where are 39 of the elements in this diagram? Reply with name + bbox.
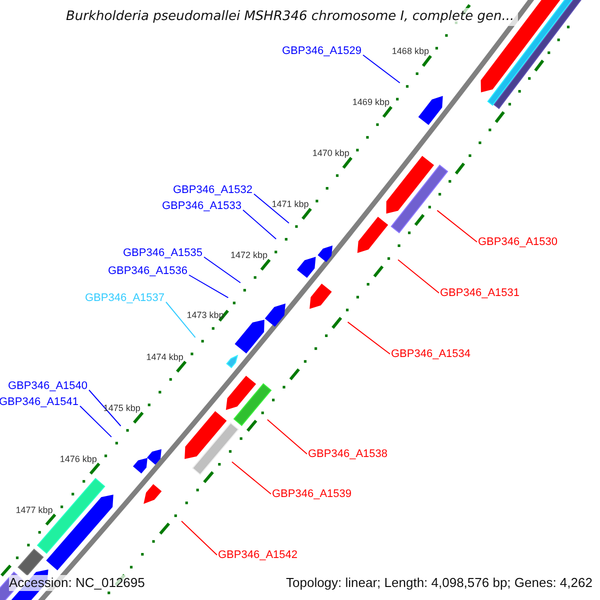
gene-label: GBP346_A1538: [308, 448, 388, 460]
leader-line: [88, 390, 122, 426]
leader-line: [231, 461, 272, 494]
leader-line: [80, 406, 112, 438]
gene-label: GBP346_A1531: [440, 287, 520, 299]
gene-label: GBP346_A1537: [85, 292, 165, 304]
scale-label: 1477 kbp: [16, 504, 53, 515]
leader-line: [362, 54, 400, 84]
accession-text: Accession: NC_012695: [9, 575, 145, 591]
leader-line: [254, 194, 290, 224]
scale-label: 1468 kbp: [392, 46, 429, 56]
gene-label: GBP346_A1535: [123, 247, 203, 259]
gene-label: GBP346_A1534: [391, 348, 471, 360]
scale-label: 1475 kbp: [103, 402, 140, 413]
genome-info-text: Topology: linear; Length: 4,098,576 bp; Genes: 4,262: [286, 575, 592, 591]
scale-label: 1471 kbp: [272, 198, 309, 209]
leader-line: [166, 302, 196, 338]
leader-line: [266, 419, 308, 454]
leader-line: [181, 520, 218, 556]
leader-line: [436, 210, 478, 242]
leader-line: [398, 259, 440, 294]
scale-label: 1474 kbp: [146, 352, 184, 362]
leader-line: [188, 274, 229, 298]
gene-label: GBP346_A1540: [8, 380, 88, 392]
gene-label: GBP346_A1530: [478, 236, 558, 248]
gene-label: GBP346_A1539: [272, 488, 352, 500]
gene-label: GBP346_A1529: [282, 45, 362, 57]
gene-label: GBP346_A1532: [173, 184, 253, 196]
gene-label: GBP346_A1536: [108, 265, 188, 277]
scale-label: 1470 kbp: [312, 148, 350, 158]
leader-line: [204, 256, 241, 284]
gene-label: GBP346_A1542: [218, 549, 298, 561]
scale-label: 1473 kbp: [186, 310, 224, 320]
scale-label: 1469 kbp: [352, 96, 390, 107]
leader-line: [347, 322, 390, 354]
scale-label: 1472 kbp: [230, 250, 268, 260]
gene-label: GBP346_A1533: [162, 200, 242, 212]
scale-label: 1476 kbp: [60, 454, 97, 464]
leader-line: [242, 210, 277, 240]
